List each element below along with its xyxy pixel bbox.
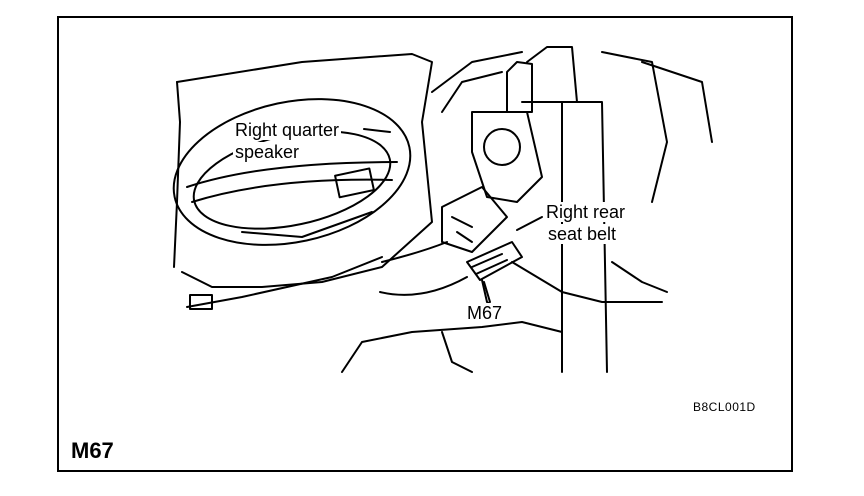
- speaker-label-line1: Right quarter: [233, 120, 342, 140]
- connector-body: [441, 186, 508, 253]
- connector-id-heading: M67: [71, 438, 114, 463]
- speaker-label-line2: speaker: [233, 142, 302, 162]
- figure-frame: Right quarter speaker Right rear seat be…: [57, 16, 793, 472]
- speaker-outline: [172, 98, 412, 246]
- seat-belt-label-line2: seat belt: [546, 224, 619, 244]
- m67-label: M67: [465, 303, 505, 323]
- connector-location-illustration: [172, 46, 713, 373]
- seat-belt-label-line1: Right rear: [544, 202, 628, 222]
- figure-code: B8CL001D: [693, 400, 756, 414]
